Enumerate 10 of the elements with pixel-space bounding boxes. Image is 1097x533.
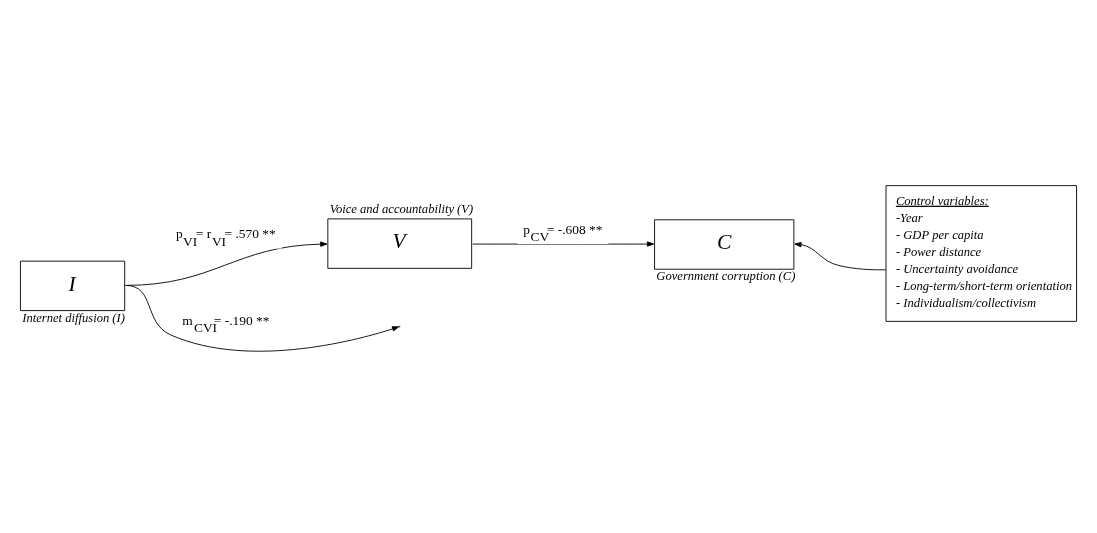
node-box: C	[654, 219, 795, 270]
arrow	[794, 241, 887, 271]
node-label: Voice and accountability (V)	[329, 201, 474, 216]
node-box: V	[327, 218, 473, 269]
node-label: Government corruption (C)	[656, 269, 796, 284]
node-box: Control variables: -Year - GDP per capita - Power distance - Uncertainty avoidance - Long-term/short-term orientation - Individualism/collectivism	[885, 185, 1077, 322]
node-box: I	[20, 260, 126, 312]
arrow	[472, 241, 655, 247]
arrow	[125, 284, 400, 352]
node-label: Internet diffusion (I)	[22, 310, 125, 325]
